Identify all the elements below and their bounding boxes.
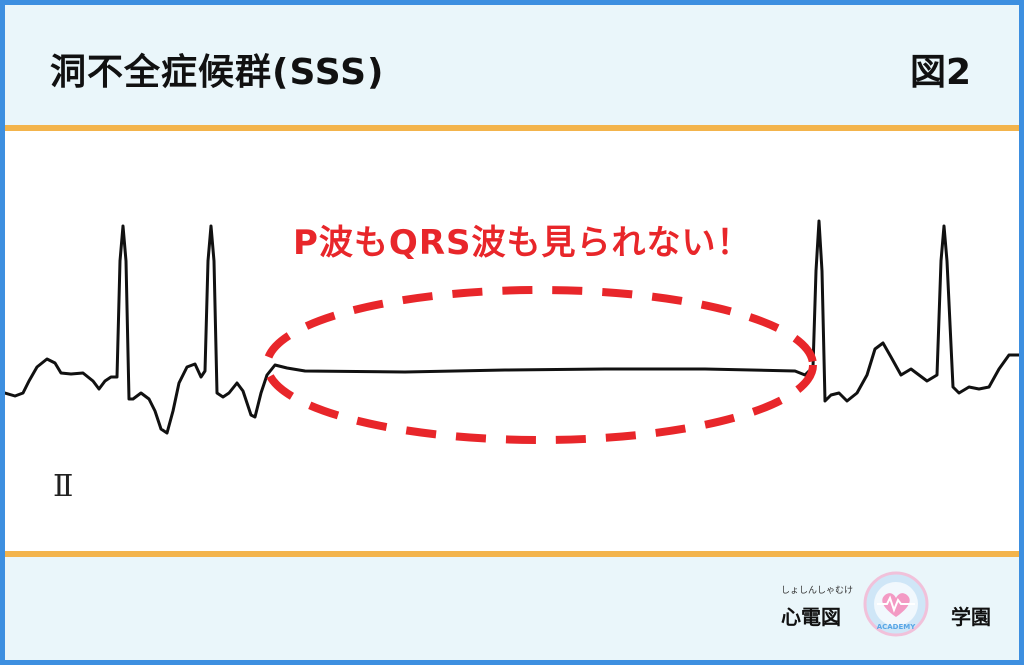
heart-logo-icon: ACADEMY: [863, 571, 929, 637]
brand-name-left: 心電図: [781, 605, 841, 629]
annotation-text: P波もQRS波も見られない！: [293, 223, 752, 263]
ecg-panel: P波もQRS波も見られない！ Ⅱ: [5, 125, 1019, 557]
highlight-ellipse: [263, 286, 817, 444]
figure-number: 図2: [909, 52, 971, 93]
page-title: 洞不全症候群(SSS): [50, 52, 385, 93]
ecg-strip: [5, 219, 1019, 444]
brand-name-right: 学園: [951, 605, 991, 629]
lead-label: Ⅱ: [53, 469, 74, 504]
brand-logo-group: しょしんしゃむけ 心電図 ACADEMY 学園: [781, 571, 991, 646]
ecg-trace: [5, 219, 1019, 435]
brand-ruby-text: しょしんしゃむけ: [781, 586, 854, 596]
logo-text: ACADEMY: [877, 623, 917, 631]
